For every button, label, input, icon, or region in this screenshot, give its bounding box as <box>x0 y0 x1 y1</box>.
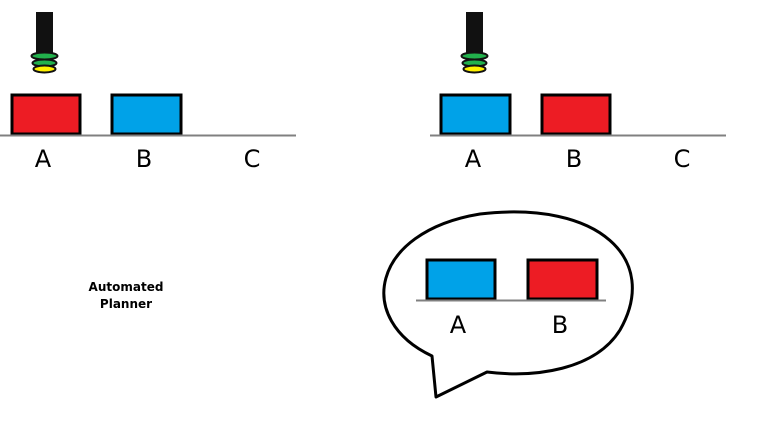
slot-label-c: C <box>244 145 261 173</box>
planner-label-line1: Automated <box>89 280 164 294</box>
slot-label-a: A <box>450 311 467 339</box>
block-red <box>10 93 82 136</box>
block-blue <box>110 93 183 136</box>
speech-bubble-outline <box>382 210 634 399</box>
planner-label-line2: Planner <box>100 297 152 311</box>
gripper-ring-bottom <box>32 64 57 74</box>
gripper-ring-top <box>460 51 489 61</box>
scene-left: A B C <box>0 12 296 173</box>
block-blue <box>425 258 497 301</box>
slot-label-b: B <box>566 145 582 173</box>
slot-label-a: A <box>465 145 482 173</box>
thought-bubble: A B <box>382 210 634 399</box>
gripper-ring-top <box>30 51 59 61</box>
slot-label-b: B <box>136 145 152 173</box>
gripper-arm <box>36 12 53 54</box>
block-blue <box>439 93 512 136</box>
gripper-arm <box>466 12 483 54</box>
block-red <box>540 93 612 136</box>
block-red <box>526 258 599 301</box>
robot-gripper-left <box>30 12 59 74</box>
slot-label-b: B <box>552 311 568 339</box>
planner-label: Automated Planner <box>89 280 164 311</box>
gripper-ring-bottom <box>462 64 487 74</box>
robot-gripper-right <box>460 12 489 74</box>
slot-label-a: A <box>35 145 52 173</box>
slot-label-c: C <box>674 145 691 173</box>
scene-right: A B C <box>430 12 726 173</box>
